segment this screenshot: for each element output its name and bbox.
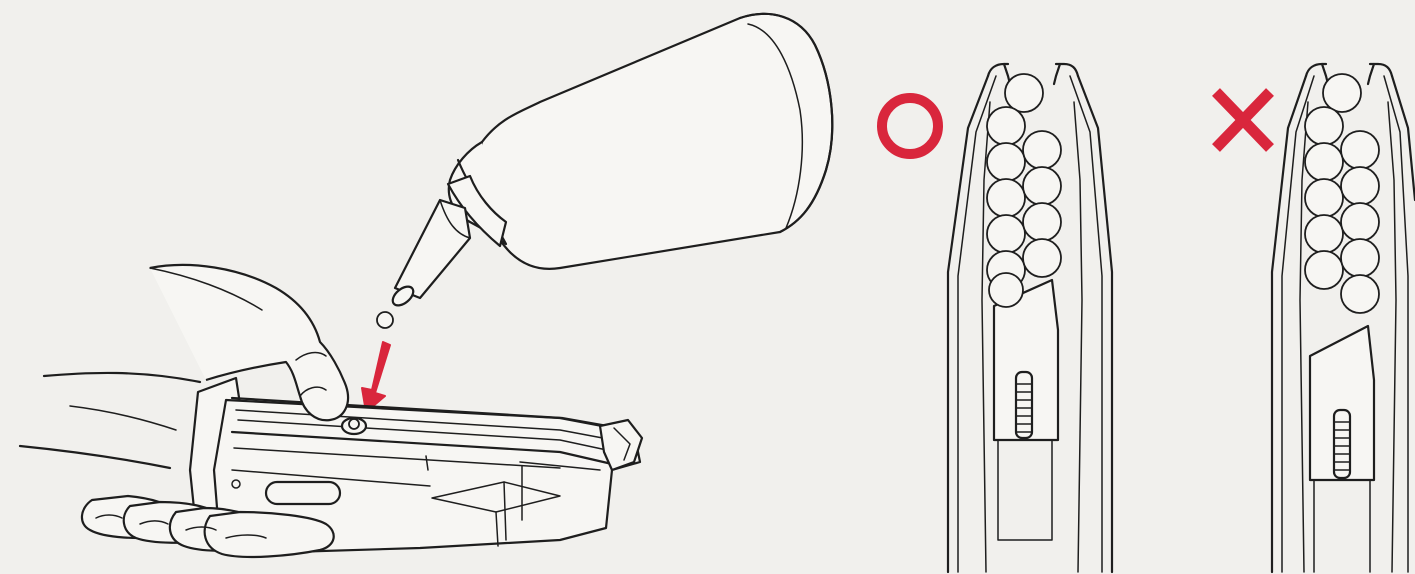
bb-pellet [1341, 275, 1379, 313]
bb-pellet [989, 273, 1023, 307]
bb-pellet [1341, 167, 1379, 205]
bb-pellet [1305, 251, 1343, 289]
bb-pellet [1305, 107, 1343, 145]
bb-pellet [987, 143, 1025, 181]
bb-pellet [1341, 239, 1379, 277]
bb-pellet [1005, 74, 1043, 112]
bb-pellet [987, 179, 1025, 217]
bb-pellet [1305, 215, 1343, 253]
bb-pellet [987, 215, 1025, 253]
bb-pellet [1305, 179, 1343, 217]
bb-pellet [1023, 203, 1061, 241]
bb-pellet [1023, 167, 1061, 205]
falling-bb-pellet [377, 312, 393, 328]
bb-pellet [1023, 131, 1061, 169]
bb-pellet [1023, 239, 1061, 277]
bb-pellet [987, 107, 1025, 145]
bb-pellet [1341, 131, 1379, 169]
bb-pellet [1341, 203, 1379, 241]
bb-pellet [1323, 74, 1361, 112]
bb-pellet [1305, 143, 1343, 181]
